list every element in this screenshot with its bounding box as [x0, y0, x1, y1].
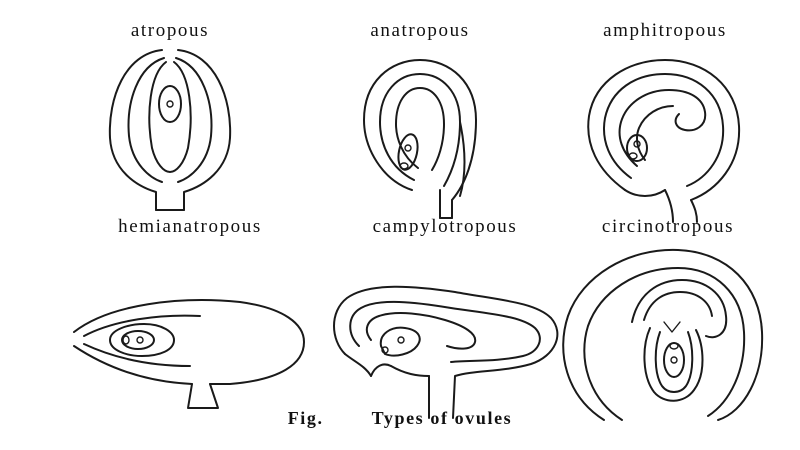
diagram-hemianatropous	[73, 299, 305, 409]
embryo-sac	[121, 330, 155, 350]
nucellus	[643, 327, 704, 402]
secondary-nucleus	[670, 356, 678, 364]
secondary-nucleus	[136, 336, 144, 344]
label-anatropous: anatropous	[370, 20, 470, 41]
figure-number: Fig.	[287, 408, 324, 428]
label-amphitropous: amphitropous	[603, 20, 727, 41]
nucellus	[365, 312, 477, 350]
panel-campylotropous: campylotropous	[325, 216, 565, 421]
panel-atropous: atropous	[50, 20, 290, 225]
funicle	[664, 189, 674, 223]
diagram-anatropous	[363, 59, 477, 219]
egg-apparatus	[381, 346, 389, 354]
secondary-nucleus	[404, 144, 412, 152]
inner-integument	[631, 279, 728, 339]
egg-apparatus	[122, 335, 130, 345]
outer-integument	[177, 49, 232, 211]
diagram-amphitropous	[587, 59, 741, 223]
nucellus	[636, 105, 674, 161]
micropyle	[663, 321, 681, 333]
nucellus	[148, 61, 192, 173]
diagram-circinotropous	[562, 248, 764, 421]
outer-integument	[73, 299, 305, 385]
panel-hemianatropous: hemianatropous	[70, 216, 310, 421]
nucellus	[654, 331, 694, 393]
label-atropous: atropous	[130, 20, 210, 41]
figure-title: Types of ovules	[371, 408, 513, 428]
inner-integument	[603, 73, 725, 187]
raphe	[459, 121, 466, 197]
funicle	[187, 383, 219, 409]
label-circinotropous: circinotropous	[601, 216, 735, 237]
egg-apparatus	[669, 342, 679, 350]
inner-integument	[175, 57, 213, 183]
label-hemianatropous: hemianatropous	[118, 216, 262, 237]
secondary-nucleus	[397, 336, 405, 344]
outer-integument	[333, 285, 559, 419]
inner-integument	[83, 343, 191, 367]
nucellus	[618, 89, 707, 167]
embryo-sac	[379, 326, 421, 357]
nucellus	[109, 323, 175, 357]
funicle	[690, 199, 698, 223]
nucellus	[395, 87, 445, 171]
inner-integument	[379, 73, 461, 187]
funicle-coil	[583, 267, 746, 421]
diagram-atropous	[108, 49, 232, 211]
funicle	[390, 365, 430, 377]
inner-integument	[349, 300, 541, 363]
panel-anatropous: anatropous	[300, 20, 540, 225]
diagram-campylotropous	[333, 285, 559, 419]
micropyle	[370, 363, 392, 377]
inner-integument	[83, 314, 201, 337]
outer-integument	[108, 49, 163, 211]
figure-caption: Fig. Types of ovules	[0, 408, 800, 429]
funicle-coil	[562, 248, 764, 421]
egg-apparatus	[399, 162, 409, 170]
label-campylotropous: campylotropous	[372, 216, 518, 237]
inner-integument	[127, 57, 165, 183]
secondary-nucleus	[633, 140, 641, 148]
outer-integument	[587, 59, 741, 201]
inner-integument	[643, 291, 713, 321]
panel-amphitropous: amphitropous	[545, 20, 785, 225]
embryo-sac	[663, 342, 685, 378]
funicle	[624, 189, 666, 197]
egg-apparatus	[628, 152, 638, 160]
embryo-sac	[158, 85, 182, 123]
secondary-nucleus	[166, 100, 174, 108]
panel-circinotropous: circinotropous	[548, 216, 788, 421]
outer-integument	[363, 59, 477, 201]
outer-integument	[73, 345, 193, 385]
outer-integument	[344, 353, 372, 377]
embryo-sac	[626, 134, 648, 162]
